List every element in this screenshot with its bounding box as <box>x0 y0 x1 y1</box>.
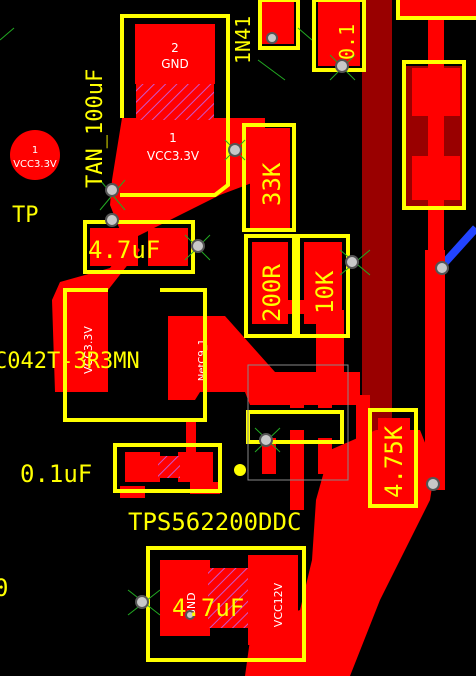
right-component-pad-top[interactable] <box>412 68 460 116</box>
cap01-pad1[interactable] <box>125 452 160 482</box>
label-ic: TPS562200DDC <box>128 508 301 536</box>
switch-node-pour <box>168 316 360 405</box>
inductor-pad1-net: VCC3.3V <box>82 326 95 374</box>
via <box>228 143 242 157</box>
silkscreen-outlines <box>63 0 476 662</box>
tan-pad1-net: VCC3.3V <box>147 149 200 163</box>
vias <box>105 32 449 620</box>
label-cap-top: 0.1 <box>335 24 359 60</box>
label-r10k: 10K <box>311 270 339 314</box>
tan-pad2-number: 2 <box>171 41 179 55</box>
ic-pad-4[interactable] <box>290 438 304 474</box>
label-cap47-b: 4.7uF <box>172 594 244 622</box>
vcc33-pour <box>52 118 265 392</box>
r10k-pad[interactable] <box>304 242 342 324</box>
tan-pad2-net: GND <box>161 57 189 71</box>
ic-body-outline <box>247 364 349 481</box>
cap47-a-pad1[interactable] <box>90 228 138 266</box>
via <box>105 183 119 197</box>
ic-pad-3[interactable] <box>262 438 276 474</box>
ic-pad-2[interactable] <box>318 372 332 408</box>
cap47-b-pad1[interactable] <box>160 560 210 636</box>
via <box>266 32 278 44</box>
cap01-hatch <box>158 456 180 478</box>
tan-cap-hatch <box>136 84 214 120</box>
right-lower-trace <box>425 250 445 490</box>
pin1-marker <box>234 464 246 476</box>
via <box>105 213 119 227</box>
label-inductor: C042T-3R3MN <box>0 349 140 374</box>
tan-cap-pad2[interactable] <box>135 24 215 84</box>
via <box>135 595 149 609</box>
inner-layer-strip <box>362 0 392 440</box>
label-tp: TP <box>12 203 39 228</box>
via <box>335 59 349 73</box>
ic-pad-5[interactable] <box>318 438 332 474</box>
r475k-pad[interactable] <box>378 418 410 490</box>
tan-cap-pad1[interactable] <box>125 120 220 180</box>
right-component-pad-bottom[interactable] <box>412 156 460 200</box>
top-right-pad[interactable] <box>318 0 360 66</box>
label-r475k: 4.75K <box>380 425 408 498</box>
test-point-pad[interactable] <box>10 130 60 180</box>
via <box>191 239 205 253</box>
via <box>185 610 195 620</box>
r33k-pad[interactable] <box>255 140 285 220</box>
label-cap47-a: 4.7uF <box>88 236 160 264</box>
label-left-edge: 0 <box>0 574 8 602</box>
bottom-layer-trace <box>437 225 476 271</box>
tp-pad-net: VCC3.3V <box>13 159 57 170</box>
right-vertical-trace <box>428 0 444 270</box>
cap47-b-hatch <box>208 568 248 628</box>
tp-pad-number: 1 <box>32 145 38 156</box>
top-right-trace <box>396 0 476 16</box>
ic-pad-1[interactable] <box>290 372 304 408</box>
label-cap01: 0.1uF <box>20 460 92 488</box>
via <box>426 477 440 491</box>
label-r200r: 200R <box>258 264 286 322</box>
tan-pad1-number: 1 <box>169 131 177 145</box>
cap47-a-pad2[interactable] <box>148 228 188 266</box>
cap01-pad2[interactable] <box>178 452 213 482</box>
via <box>345 255 359 269</box>
label-diode: 1N41 <box>231 16 255 64</box>
cap-b-vcc-net: VCC12V <box>272 582 285 627</box>
label-r33k: 33K <box>258 162 286 206</box>
label-tan-cap: TAN_100uF <box>83 69 108 188</box>
via <box>259 433 273 447</box>
r200r-pad[interactable] <box>252 242 288 324</box>
cap47-b-pad2[interactable] <box>248 555 298 645</box>
via <box>435 261 449 275</box>
inductor-pad2-net: NetC9_1 <box>197 339 208 381</box>
